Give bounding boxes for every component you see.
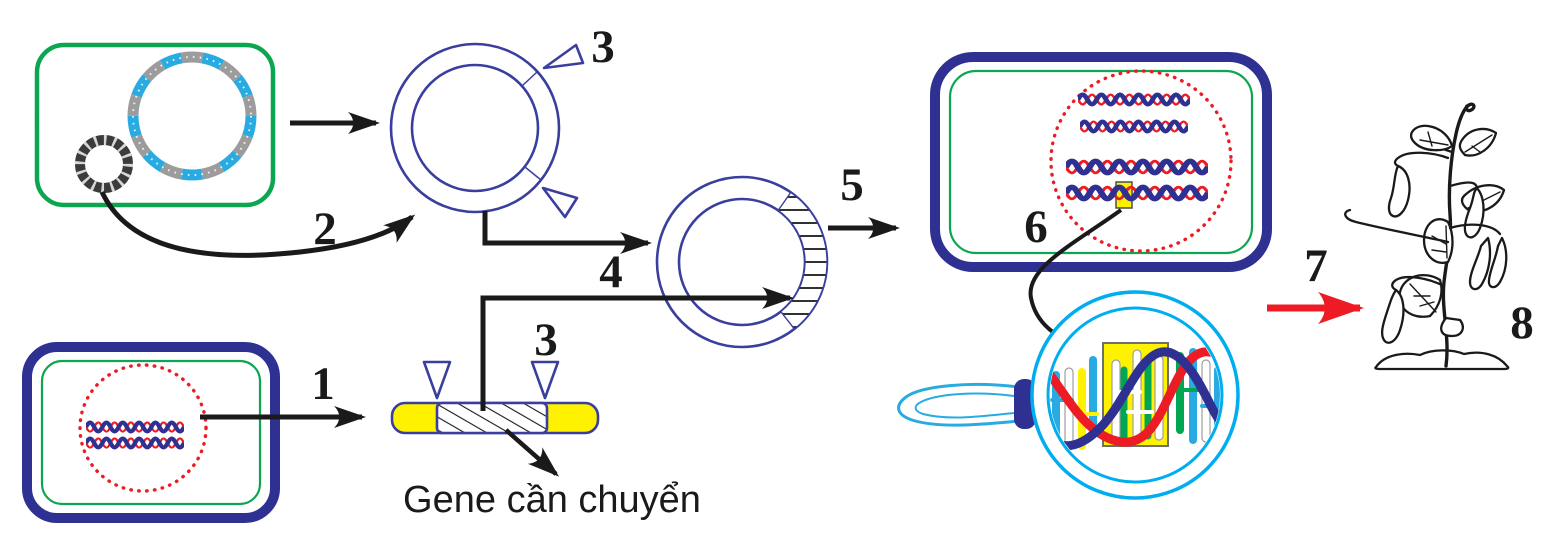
gene-caption-pointer [504,428,560,477]
label-step-3-plasmid: 3 [591,21,615,73]
dna-strand [86,438,184,447]
magnifier-handle-inner [914,392,1015,419]
leaf [1440,316,1464,338]
arrow-step4-gene [480,287,794,411]
source-cell-wall-inner [40,359,262,506]
gene-caption: Gene cần chuyển [403,479,701,521]
bacterial-chromosome [127,51,257,181]
arrow-step4-vector [482,211,652,254]
dna-strand-with-insert [1066,187,1208,199]
source-cell [22,342,280,523]
recombinant-plasmid [655,175,829,349]
cut-arrow-right [530,360,560,400]
plasmid-vector [389,42,585,219]
dna-strand [1080,122,1188,132]
process-arrows [99,112,900,428]
pod-stalk [1393,151,1450,168]
pod [1387,164,1411,218]
transgenic-plant [1344,102,1510,371]
host-nucleus-dotted [1049,69,1233,253]
dna-strand [1066,161,1208,173]
nucleus-dotted [78,363,208,493]
cut-arrow-left [422,360,452,400]
label-step-5: 5 [840,159,864,211]
host-cell [930,52,1272,272]
gene-fragment-bar [390,360,600,477]
pod [1468,236,1492,291]
arrow-step2-curve [99,190,416,258]
pod [1487,236,1508,289]
dna-strand-navy [1050,347,1220,451]
leaf-veins [1409,283,1437,313]
restriction-enzyme-arrow-bottom [541,186,579,219]
pod [1380,288,1405,344]
label-step-1: 1 [311,358,335,410]
cut-site-top [521,71,538,87]
target-gene-hatched [435,401,549,435]
pod-stalk [1448,181,1479,190]
pod-stalk [1448,223,1502,236]
soil-mound [1374,349,1510,371]
tendril [1344,208,1450,244]
label-step-6: 6 [1024,201,1048,253]
leaf-veins [1419,131,1449,147]
label-step-4: 4 [599,246,623,298]
host-cell-wall-inner [948,69,1254,255]
magnifier [897,290,1240,500]
restriction-enzyme-arrow-top [542,43,585,70]
label-step-7: 7 [1304,240,1328,292]
dna-strand [1078,95,1190,105]
label-step-3-gene: 3 [534,314,558,366]
label-step-8: 8 [1510,297,1534,349]
label-step-2: 2 [313,203,337,255]
cut-site-bottom [524,166,542,181]
plasmid-small [75,135,133,193]
dna-strand [86,422,184,431]
leaf-veins [1464,134,1493,153]
inserted-gene-segment [777,191,828,330]
donor-cell [34,42,276,208]
source-cell-membrane [22,342,280,523]
pod-stalk [1391,276,1446,292]
